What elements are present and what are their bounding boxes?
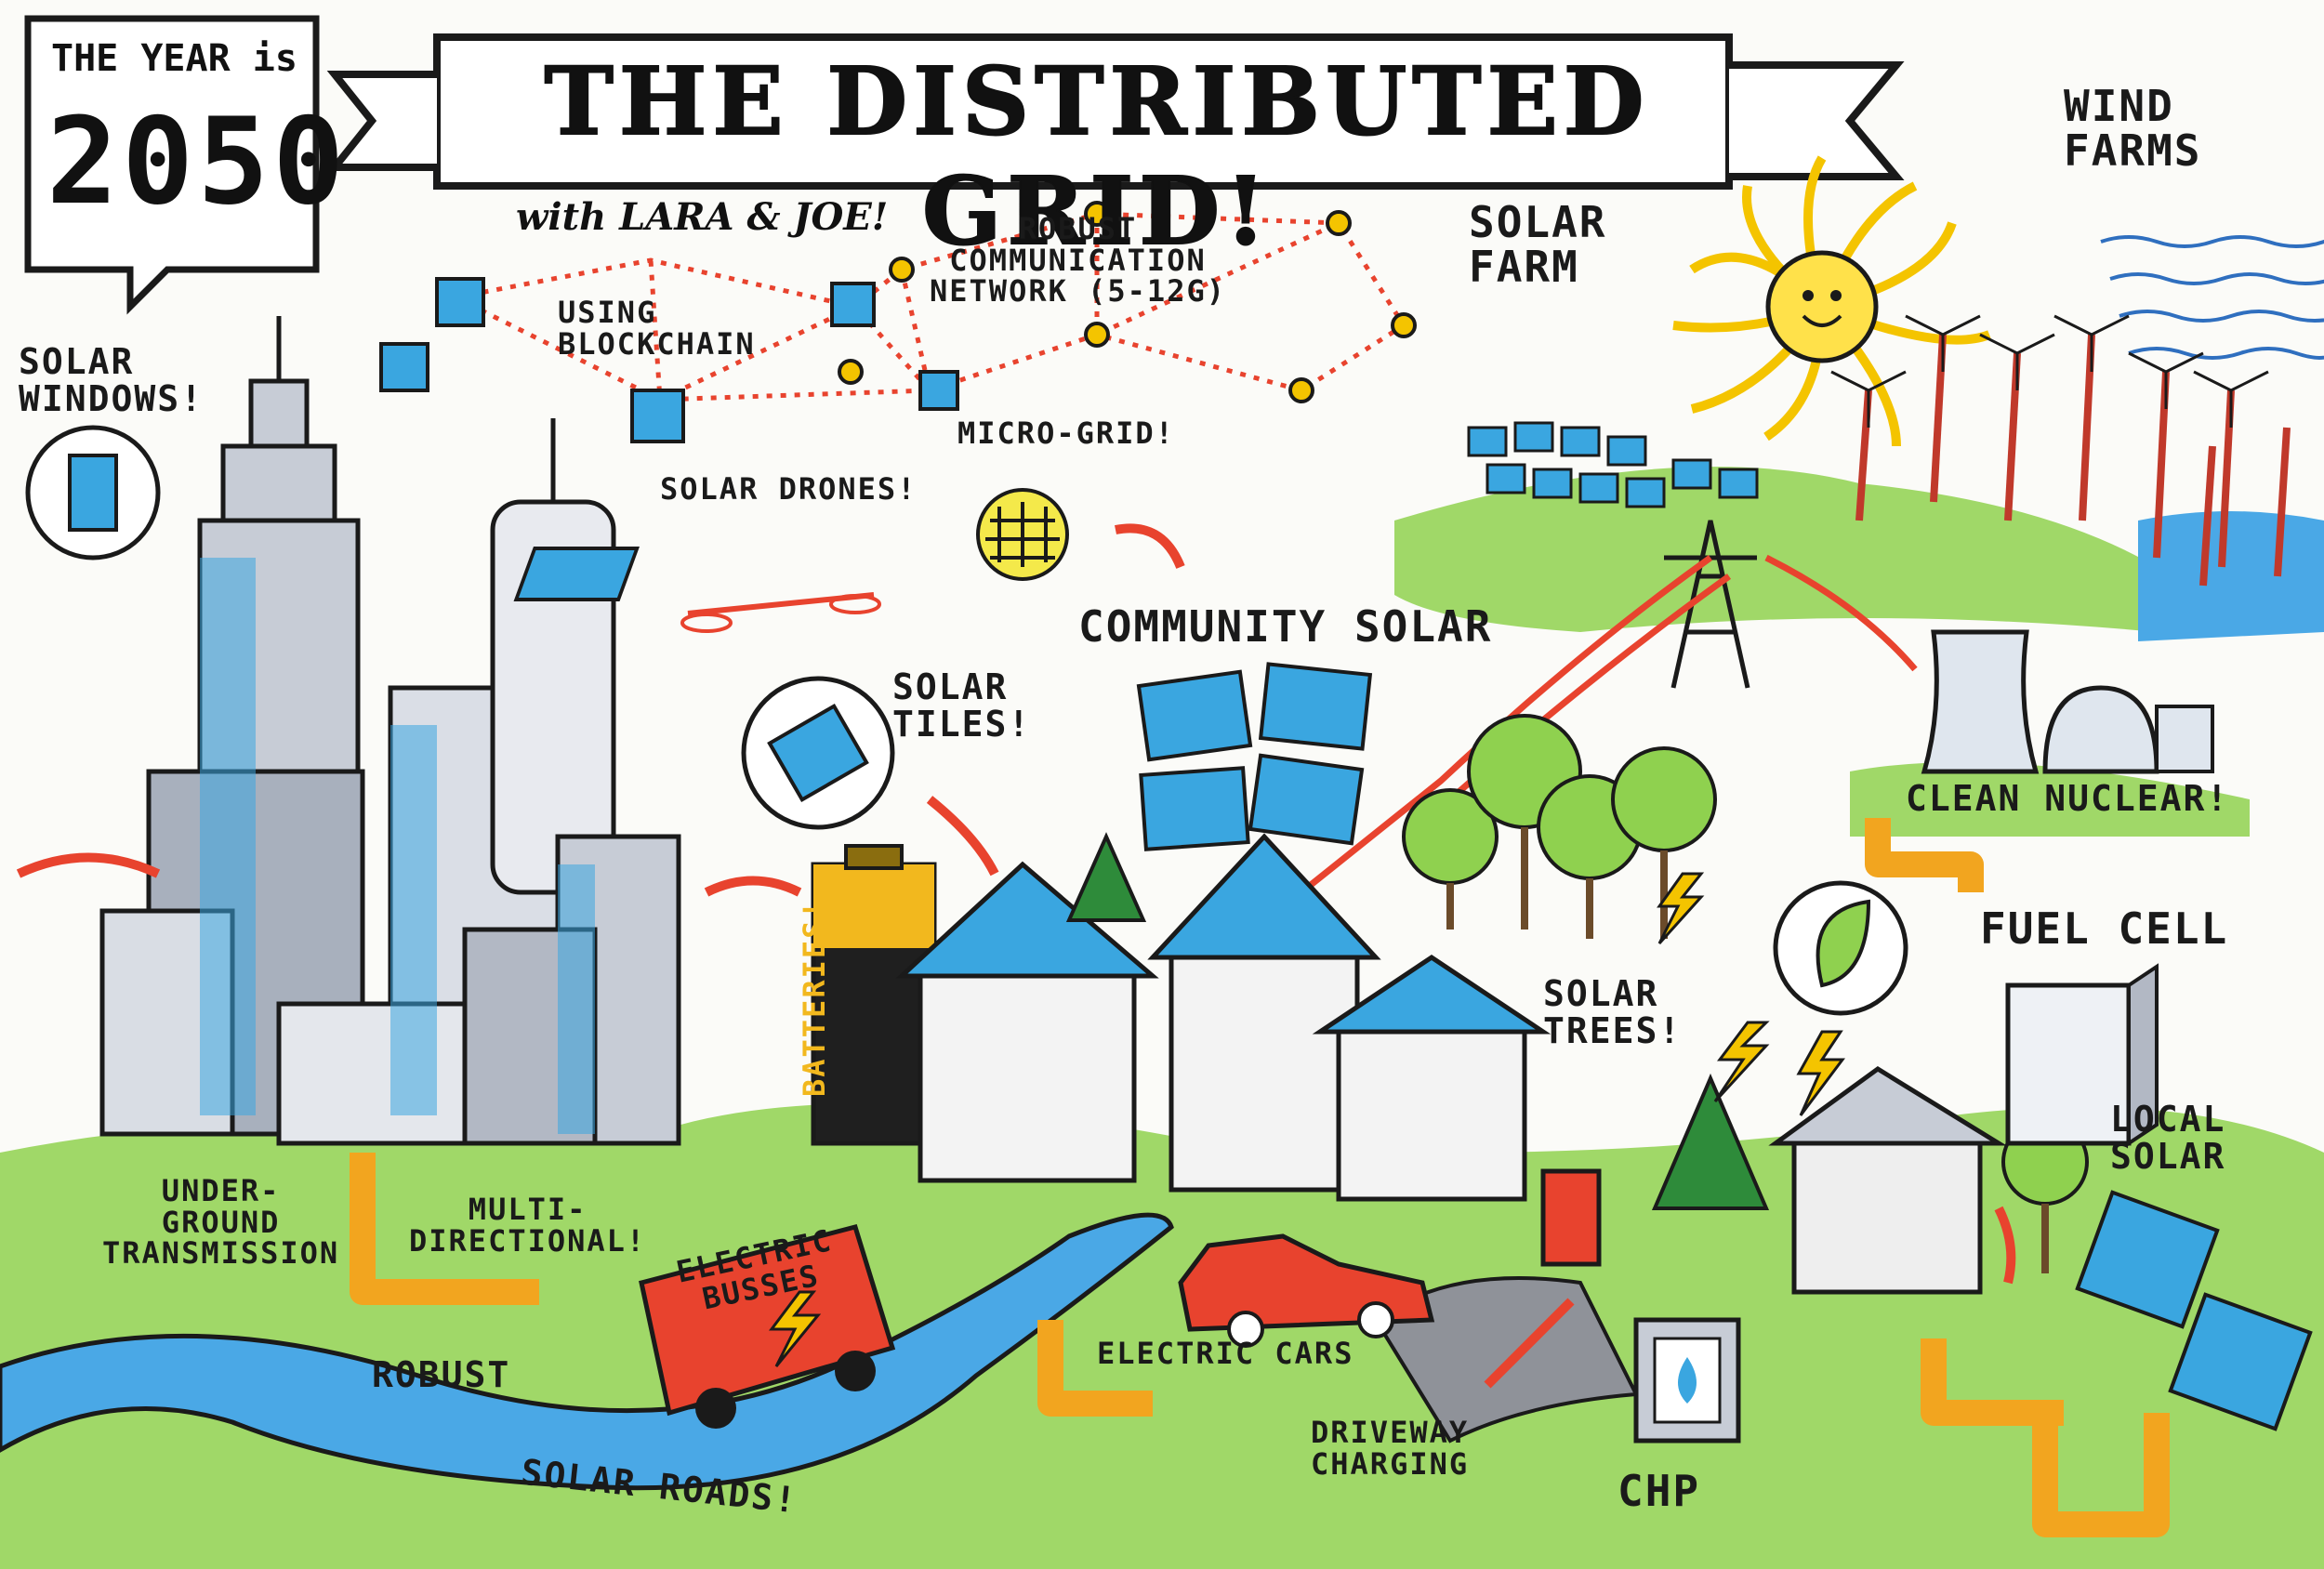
battery-graphic (811, 844, 937, 1146)
banner-tail-left (326, 71, 437, 171)
community-solar-panels (1136, 662, 1373, 851)
wind-turbines (1855, 334, 2291, 587)
pine-tree-small (1065, 832, 1147, 922)
label-local-solar: LOCAL SOLAR (2110, 1099, 2226, 1177)
chp-unit (1633, 1317, 1741, 1444)
label-robust: ROBUST (372, 1354, 511, 1395)
label-driveway-charging: DRIVEWAY CHARGING (1311, 1415, 1470, 1482)
label-solar-drones: SOLAR DRONES! (660, 471, 918, 507)
energy-pipes (350, 818, 2170, 1537)
wind-lines (2100, 235, 2324, 360)
driveway-charger (1540, 1168, 1602, 1267)
wind-farm-hill (1394, 467, 2157, 632)
label-robust-network: ROBUST COMMUNICATION NETWORK (5-12G) (930, 211, 1226, 310)
year-speech-bubble (24, 15, 320, 315)
network-links (454, 211, 1407, 403)
banner-tail-right (1729, 61, 1905, 180)
direction-arrows (16, 523, 2016, 1389)
label-wind-farms: WIND FARMS (2064, 81, 2202, 177)
driveway (1373, 1276, 1640, 1444)
label-chp: CHP (1618, 1466, 1701, 1516)
label-clean-nuclear: CLEAN NUCLEAR! (1906, 778, 2230, 819)
electric-car (1178, 1233, 1435, 1348)
year-intro: THE YEAR is (51, 37, 297, 80)
leaf-icon (1816, 899, 1871, 988)
label-using-blockchain: USING BLOCKCHAIN (558, 295, 756, 362)
solar-road-river (0, 1212, 1174, 1491)
pine-tree (1651, 1073, 1770, 1210)
nuclear-plant (1921, 629, 2214, 774)
label-solar-farm: SOLAR FARM (1469, 197, 1607, 293)
label-community-solar: COMMUNITY SOLAR (1078, 601, 1493, 652)
label-multi-directional: MULTI- DIRECTIONAL! (409, 1192, 647, 1259)
blockchain-cubes (379, 277, 959, 443)
solar-farm-panels (1467, 421, 1759, 508)
label-batteries: BATTERIES! (797, 899, 832, 1097)
label-solar-windows: SOLAR WINDOWS! (19, 341, 205, 419)
label-micro-grid: MICRO-GRID! (957, 415, 1175, 451)
skyscraper-windows-tint (200, 558, 595, 1134)
solar-window-icon (68, 454, 118, 532)
houses (895, 833, 2007, 1295)
electric-bus (639, 1223, 896, 1429)
label-solar-trees: SOLAR TREES! (1543, 973, 1683, 1051)
page-subtitle: with LARA & JOE! (516, 195, 889, 239)
local-solar-panels (2075, 1190, 2313, 1431)
turbine-blades (1830, 314, 2269, 428)
solar-tiles-icon (767, 703, 869, 803)
solar-trees-grove (1402, 714, 2089, 1273)
page-title: THE DISTRIBUTED GRID! (543, 46, 1650, 267)
sea (2138, 511, 2324, 641)
network-nodes (838, 201, 1417, 403)
label-fuel-cell: FUEL CELL (1980, 903, 2229, 954)
label-solar-tiles: SOLAR TILES! (892, 666, 1032, 745)
label-electric-cars: ELECTRIC CARS (1097, 1336, 1354, 1371)
transmission-tower (1664, 520, 1757, 689)
lightning-bolts (1657, 872, 1845, 1116)
micro-grid-mesh (985, 502, 1060, 567)
nuclear-hill (1850, 762, 2250, 837)
sun (1672, 155, 1991, 447)
solar-drone (513, 547, 881, 633)
fuel-cell-box (2005, 963, 2159, 1147)
label-underground-transmission: UNDER- GROUND TRANSMISSION (102, 1173, 340, 1272)
year: 2050 (46, 93, 349, 231)
